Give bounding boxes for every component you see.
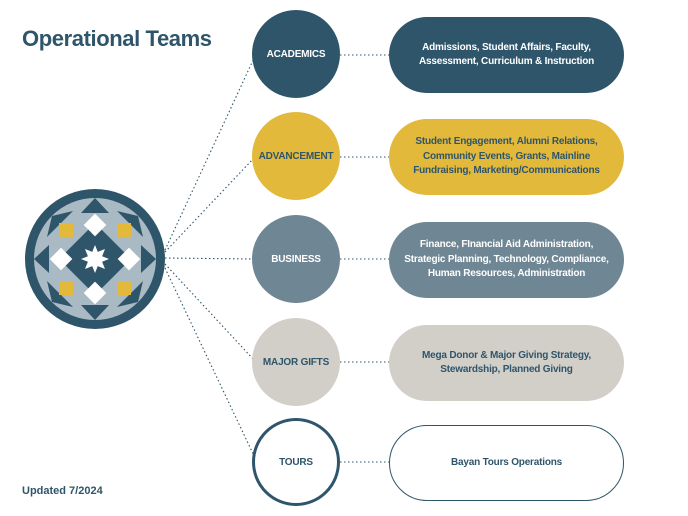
connector-to-advancement [164, 157, 255, 253]
team-description-academics: Admissions, Student Affairs, Faculty, As… [389, 17, 624, 93]
emblem-logo [25, 189, 165, 329]
team-description-business: Finance, FInancial Aid Administration, S… [389, 222, 624, 298]
team-description-major-gifts: Mega Donor & Major Giving Strategy, Stew… [389, 325, 624, 401]
team-description-tours: Bayan Tours Operations [389, 425, 624, 501]
connector-to-major-gifts [164, 263, 255, 361]
team-circle-advancement[interactable]: ADVANCEMENT [252, 112, 340, 200]
connector-to-academics [164, 55, 256, 251]
team-description-advancement: Student Engagement, Alumni Relations, Co… [389, 119, 624, 195]
page-title: Operational Teams [22, 26, 212, 51]
team-circle-academics[interactable]: ACADEMICS [252, 10, 340, 98]
team-circle-major-gifts[interactable]: MAJOR GIFTS [252, 318, 340, 406]
team-circle-tours[interactable]: TOURS [252, 418, 340, 506]
connector-to-business [164, 257, 253, 260]
updated-date: Updated 7/2024 [22, 485, 103, 497]
team-circle-business[interactable]: BUSINESS [252, 215, 340, 303]
connector-to-tours [164, 267, 257, 461]
